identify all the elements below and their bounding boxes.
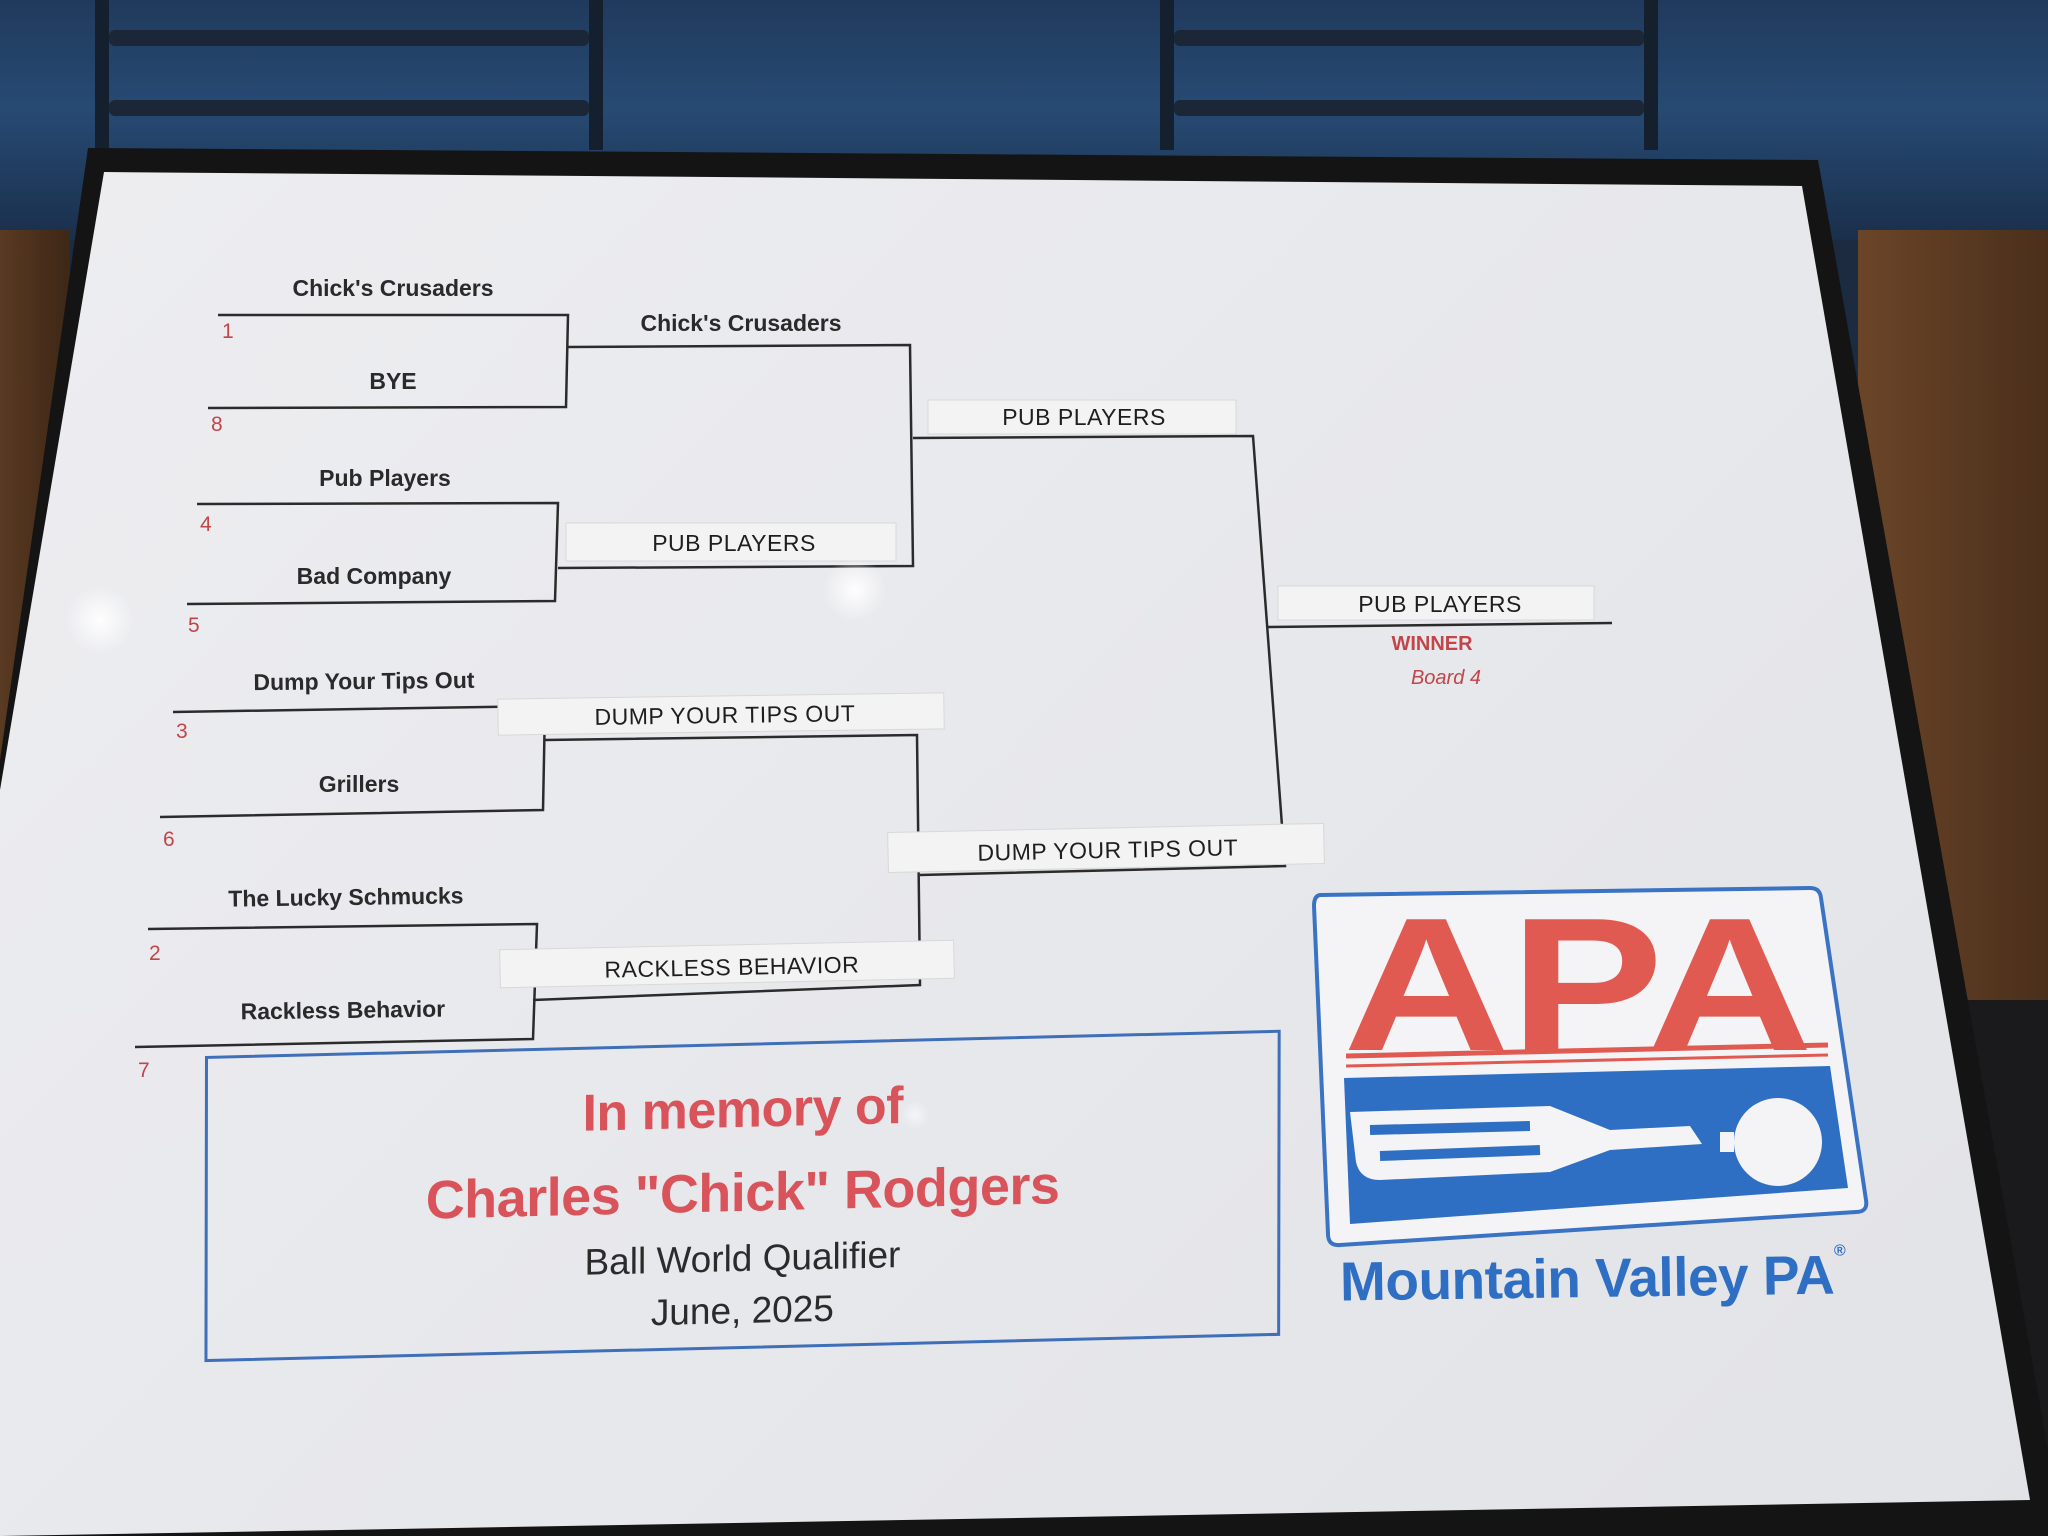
apa-logo-emblem: APA xyxy=(1311,879,1869,1248)
seed-number: 8 xyxy=(211,413,223,436)
round2-team: PUB PLAYERS xyxy=(652,530,816,556)
seed-number: 2 xyxy=(149,942,161,965)
light-glare xyxy=(65,585,135,655)
tape-strip xyxy=(887,822,1325,874)
logo-caption: Mountain Valley PA® xyxy=(1340,1242,1846,1313)
apa-logo: APA Mountain Valley PA® xyxy=(1310,879,1890,1340)
registered-mark: ® xyxy=(1833,1242,1846,1260)
memorial-box: In memory of Charles "Chick" Rodgers Bal… xyxy=(204,1029,1281,1363)
memorial-honoree: Charles "Chick" Rodgers xyxy=(425,1155,1060,1231)
seed-number: 5 xyxy=(188,614,200,637)
round1-team: Dump Your Tips Out xyxy=(253,667,475,695)
tape-strip xyxy=(1277,585,1595,621)
memorial-heading: In memory of xyxy=(582,1076,903,1143)
tape-strip xyxy=(565,522,897,562)
round3-team: DUMP YOUR TIPS OUT xyxy=(977,834,1238,865)
seed-number: 7 xyxy=(138,1059,150,1082)
logo-caption-text: Mountain Valley PA xyxy=(1339,1243,1835,1313)
round1-team: BYE xyxy=(369,368,416,394)
seed-number: 6 xyxy=(163,828,175,851)
seed-number: 3 xyxy=(176,720,188,743)
round3-lines xyxy=(912,434,1287,877)
seed-number: 1 xyxy=(222,320,234,343)
round1-team: Rackless Behavior xyxy=(240,996,445,1025)
round1-team: Bad Company xyxy=(297,563,452,589)
light-glare xyxy=(820,560,890,620)
chair-back-right xyxy=(1160,0,1658,150)
seed-number: 4 xyxy=(200,513,212,536)
chair-back-left xyxy=(95,0,603,150)
round1-team: Chick's Crusaders xyxy=(292,275,493,301)
round1-team: The Lucky Schmucks xyxy=(228,882,464,911)
tape-strip xyxy=(499,939,955,989)
round2-team: DUMP YOUR TIPS OUT xyxy=(594,700,855,730)
round1-team: Pub Players xyxy=(319,465,451,491)
round2-team: Chick's Crusaders xyxy=(640,310,841,336)
winner-label: WINNER xyxy=(1391,633,1473,655)
champion-name: PUB PLAYERS xyxy=(1358,591,1522,617)
board-label: Board 4 xyxy=(1411,667,1481,689)
final-line xyxy=(1267,621,1613,629)
round2-lines xyxy=(532,343,922,1002)
round2-team: RACKLESS BEHAVIOR xyxy=(604,951,859,982)
tape-strip xyxy=(927,399,1237,435)
round3-team: PUB PLAYERS xyxy=(1002,404,1166,430)
round1-team: Grillers xyxy=(319,771,400,797)
tape-strip xyxy=(497,692,945,736)
light-glare xyxy=(900,1100,930,1130)
